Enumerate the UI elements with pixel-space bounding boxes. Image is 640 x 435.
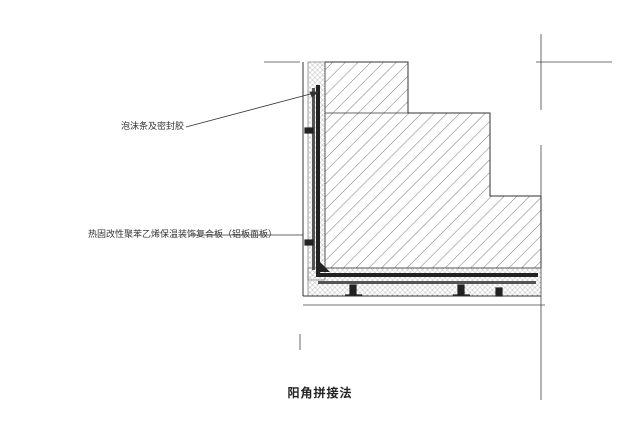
- callout-foam-strip: 泡沫条及密封胶: [121, 122, 185, 132]
- leader-lines: [185, 91, 320, 236]
- figure-caption: 阳角拼接法: [287, 386, 353, 400]
- wall-body: [324, 61, 542, 269]
- anchors: [304, 127, 503, 297]
- composite-panel: [312, 85, 538, 284]
- callout-composite-panel: 热固改性聚苯乙烯保温装饰复合板（铝板面板）: [88, 230, 278, 240]
